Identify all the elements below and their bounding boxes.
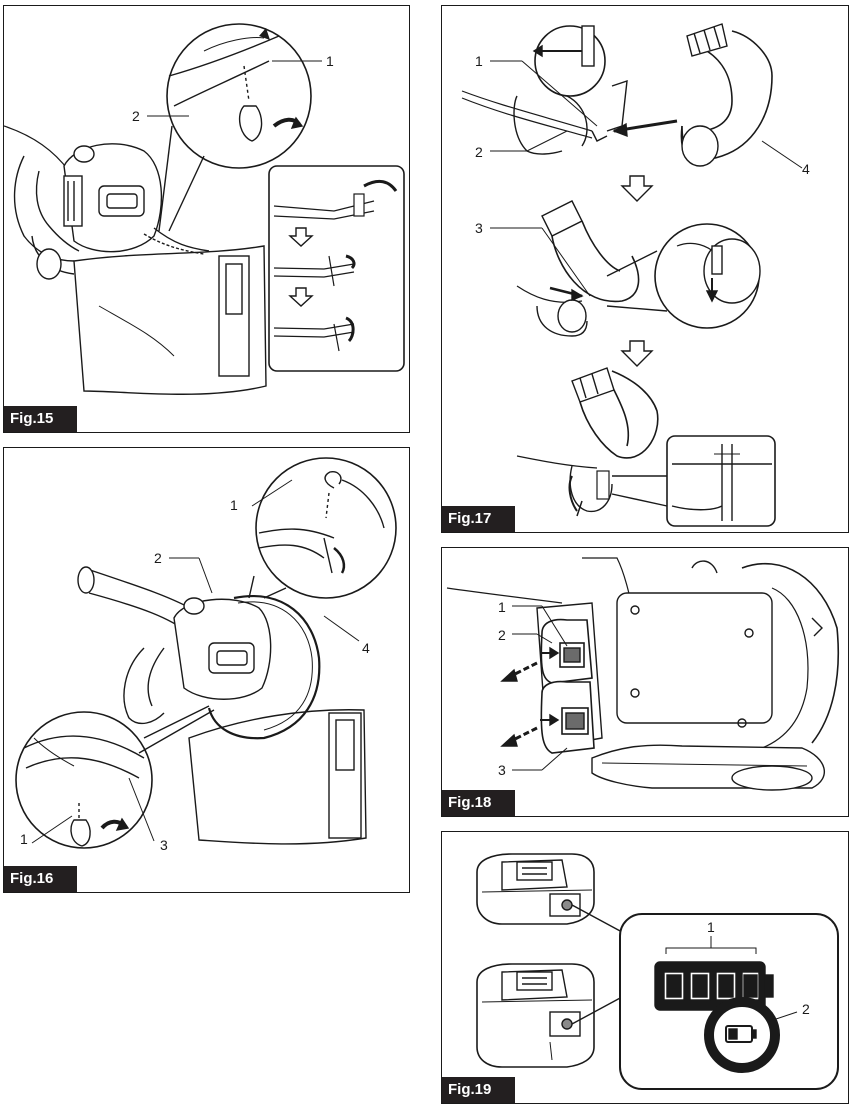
fig16-illustration <box>15 457 397 849</box>
fig19-label: Fig.19 <box>442 1077 516 1103</box>
fig17-label: Fig.17 <box>442 506 516 532</box>
fig15-callout-1: 1 <box>326 53 334 69</box>
fig19-callout-2: 2 <box>802 1001 810 1017</box>
fig17-callout-1: 1 <box>475 53 483 69</box>
figure-17: 1 2 3 4 Fig.17 <box>441 5 849 533</box>
fig16-callout-3-bottom: 3 <box>160 837 168 853</box>
fig17-callout-2: 2 <box>475 144 483 160</box>
fig16-callout-1-bottom: 1 <box>20 831 28 847</box>
fig16-callout-2: 2 <box>154 550 162 566</box>
fig18-illustration <box>446 557 840 791</box>
fig18-callout-3: 3 <box>498 762 506 778</box>
figure-16: 1 2 4 1 3 Fig.16 <box>3 447 410 893</box>
fig18-callout-2: 2 <box>498 627 506 643</box>
figure-18: 1 2 3 Fig.18 <box>441 547 849 817</box>
figure-15: 1 2 Fig.15 <box>3 5 410 433</box>
fig19-illustration <box>476 853 839 1090</box>
fig16-callout-4: 4 <box>362 640 370 656</box>
fig15-callout-2: 2 <box>132 108 140 124</box>
fig16-label: Fig.16 <box>4 866 78 892</box>
fig15-illustration <box>4 23 405 395</box>
fig16-callout-1-top: 1 <box>230 497 238 513</box>
fig19-callout-1: 1 <box>707 919 715 935</box>
fig17-callout-3: 3 <box>475 220 483 236</box>
fig17-illustration <box>461 23 803 527</box>
fig18-label: Fig.18 <box>442 790 516 816</box>
fig17-callout-4: 4 <box>802 161 810 177</box>
fig15-label: Fig.15 <box>4 406 78 432</box>
figure-19: 1 2 Fig.19 <box>441 831 849 1104</box>
fig18-callout-1: 1 <box>498 599 506 615</box>
